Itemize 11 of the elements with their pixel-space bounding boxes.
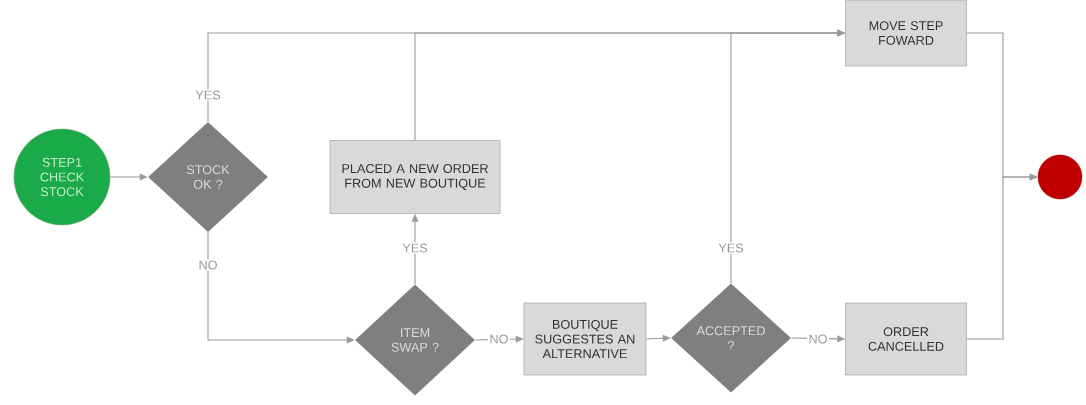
end-circle	[1037, 154, 1083, 200]
process-box: MOVE STEP FOWARD	[845, 0, 967, 67]
process-box: PLACED A NEW ORDER FROM NEW BOUTIQUE	[329, 140, 501, 214]
edge-label: NO	[488, 333, 510, 345]
edge-label: NO	[807, 333, 829, 345]
process-box: BOUTIQUE SUGGESTES AN ALTERNATIVE	[523, 302, 647, 376]
edge-label: YES	[194, 89, 222, 101]
process-box: ORDER CANCELLED	[845, 302, 967, 376]
edge-label: NO	[197, 259, 219, 271]
edge-label: YES	[401, 242, 429, 254]
edge-label: YES	[717, 242, 745, 254]
